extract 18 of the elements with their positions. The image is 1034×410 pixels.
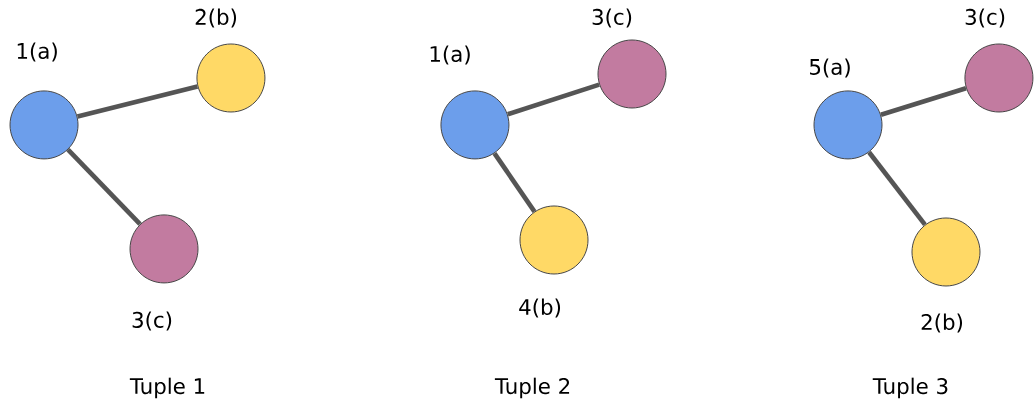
connector-line: [880, 86, 967, 117]
tuple-caption: Tuple 2: [494, 377, 570, 399]
connector-line: [66, 148, 142, 226]
connector-line: [76, 84, 199, 119]
tuple-caption: Tuple 3: [872, 377, 948, 399]
node-label: 3(c): [965, 8, 1005, 28]
node-label: 5(a): [810, 58, 850, 78]
connector-line: [867, 150, 927, 227]
connector-line: [507, 82, 600, 117]
node-label: 1(a): [430, 45, 470, 65]
connector-line: [492, 152, 537, 213]
node-label: 2(b): [921, 313, 963, 333]
node-label: 4(b): [519, 298, 561, 318]
node-label: 3(c): [132, 311, 172, 331]
node-label: 1(a): [17, 42, 57, 62]
node-label: 2(b): [195, 8, 237, 28]
tuple-caption: Tuple 1: [129, 377, 205, 399]
node-label: 3(c): [592, 8, 632, 28]
